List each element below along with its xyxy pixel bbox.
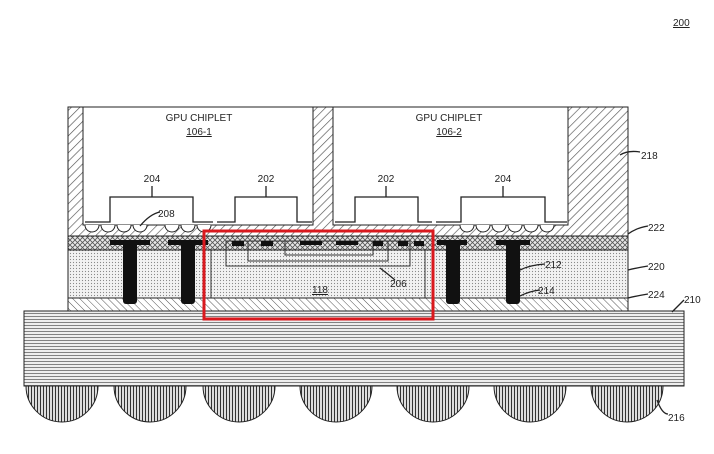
- package-substrate: [23, 310, 685, 387]
- solder-ball: [396, 385, 470, 423]
- label-222: 222: [648, 223, 665, 234]
- bumps-208: [84, 224, 555, 233]
- label-208: 208: [158, 209, 175, 220]
- label-204-right: 204: [495, 174, 512, 185]
- solder-ball: [493, 385, 567, 423]
- label-118: 118: [312, 285, 328, 296]
- brackets: [85, 150, 685, 415]
- label-220: 220: [648, 262, 665, 273]
- solder-ball: [299, 385, 373, 423]
- chiplet-2-ref: 106-2: [436, 127, 462, 138]
- label-206: 206: [390, 279, 407, 290]
- gpu-chiplet-2: [332, 106, 569, 226]
- label-214: 214: [538, 286, 555, 297]
- solder-balls: [25, 385, 664, 423]
- label-216: 216: [668, 413, 685, 424]
- vias-212: [110, 240, 530, 304]
- solder-ball: [202, 385, 276, 423]
- solder-ball: [590, 385, 664, 423]
- solder-ball: [113, 385, 187, 423]
- solder-ball: [25, 385, 99, 423]
- label-212: 212: [545, 260, 562, 271]
- highlight-box: [202, 229, 435, 321]
- gpu-chiplet-1: [82, 106, 314, 226]
- chiplet-1-title: GPU CHIPLET: [166, 113, 233, 124]
- label-218: 218: [641, 151, 658, 162]
- label-204-left: 204: [144, 174, 161, 185]
- chiplet-1-ref: 106-1: [186, 127, 212, 138]
- label-202-right: 202: [378, 174, 395, 185]
- label-210: 210: [684, 295, 701, 306]
- bridge-die-118: [210, 240, 426, 298]
- figure-number: 200: [673, 18, 690, 29]
- chiplet-2-title: GPU CHIPLET: [416, 113, 483, 124]
- layer-220: [67, 249, 629, 299]
- layer-224: [67, 297, 629, 312]
- label-202-left: 202: [258, 174, 275, 185]
- label-224: 224: [648, 290, 665, 301]
